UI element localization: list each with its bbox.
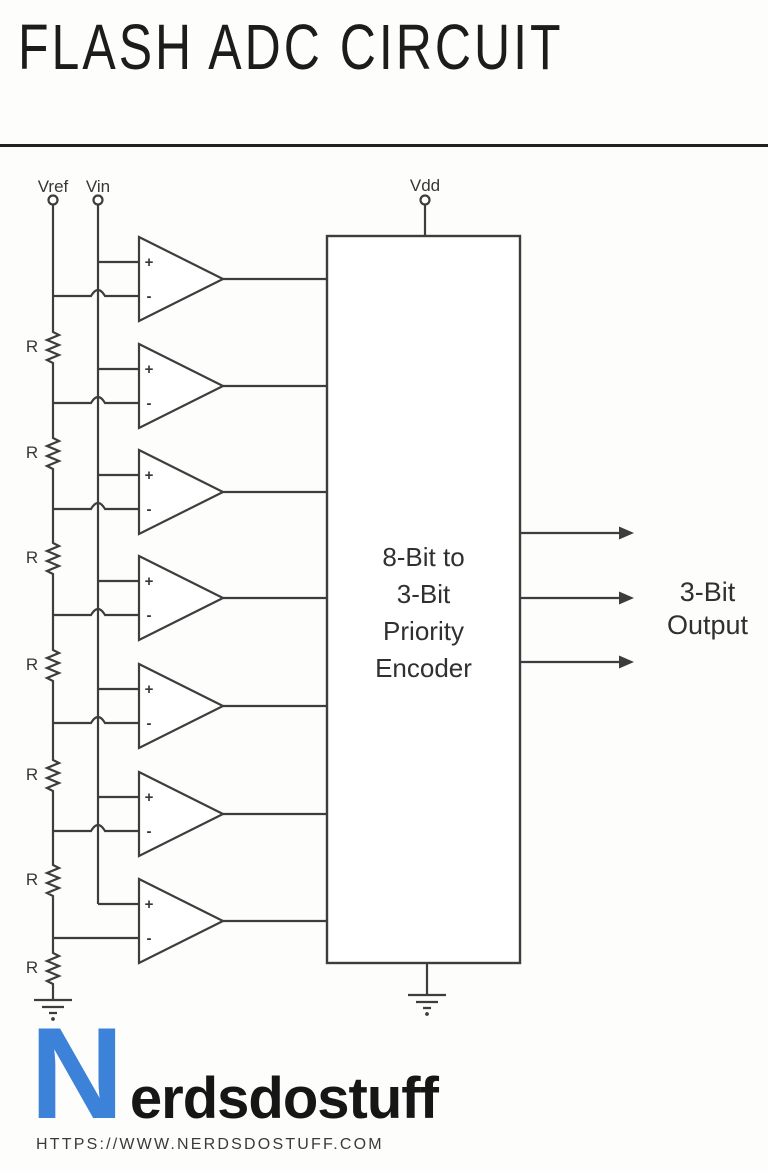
minus-label: - xyxy=(147,501,152,518)
arrowhead xyxy=(619,526,634,540)
resistor-label: R xyxy=(26,337,38,356)
vref-terminal xyxy=(47,194,59,206)
circuit-wires xyxy=(51,204,619,1000)
output-arrowheads xyxy=(619,526,634,669)
resistor-label: R xyxy=(26,548,38,567)
plus-label: + xyxy=(145,681,154,698)
resistor xyxy=(45,860,61,900)
vin-terminal xyxy=(92,194,104,206)
resistor-label: R xyxy=(26,443,38,462)
minus-label: - xyxy=(147,715,152,732)
comparator xyxy=(137,662,225,750)
title-divider xyxy=(0,144,768,147)
resistor-label: R xyxy=(26,765,38,784)
plus-label: + xyxy=(145,361,154,378)
resistor-label: R xyxy=(26,655,38,674)
encoder-label: 8-Bit to 3-Bit Priority Encoder xyxy=(375,542,472,683)
vdd-label: Vdd xyxy=(410,176,440,195)
plus-label: + xyxy=(145,254,154,271)
comparator xyxy=(137,770,225,858)
minus-label: - xyxy=(147,395,152,412)
resistor xyxy=(45,327,61,367)
priority-encoder-box xyxy=(325,234,522,965)
comparator xyxy=(137,877,225,965)
comparator xyxy=(137,342,225,430)
minus-label: - xyxy=(147,607,152,624)
plus-label: + xyxy=(145,896,154,913)
comparator xyxy=(137,448,225,536)
comparator xyxy=(137,554,225,642)
resistor xyxy=(45,755,61,795)
resistor xyxy=(45,948,61,988)
arrowhead xyxy=(619,591,634,605)
output-label: 3-Bit Output xyxy=(666,577,749,640)
comparators xyxy=(137,235,225,965)
resistor-label: R xyxy=(26,958,38,977)
resistor xyxy=(45,645,61,685)
logo-wordmark: erdsdostuff xyxy=(129,1066,439,1131)
resistor xyxy=(45,433,61,473)
minus-label: - xyxy=(147,288,152,305)
site-url: HTTPS://WWW.NERDSDOSTUFF.COM xyxy=(36,1136,384,1153)
arrowhead xyxy=(619,655,634,669)
resistor xyxy=(45,538,61,578)
comparator xyxy=(137,235,225,323)
logo-n-icon: N xyxy=(30,1000,124,1146)
vref-label: Vref xyxy=(38,177,69,196)
vin-label: Vin xyxy=(86,177,110,196)
comparator-input-labels: + - + - + - + - + - + - + - xyxy=(145,254,154,947)
plus-label: + xyxy=(145,467,154,484)
plus-label: + xyxy=(145,789,154,806)
vdd-terminal xyxy=(419,194,431,206)
page-title: FLASH ADC CIRCUIT xyxy=(18,11,564,83)
resistor-labels: R R R R R R R xyxy=(26,337,38,977)
minus-label: - xyxy=(147,930,152,947)
minus-label: - xyxy=(147,823,152,840)
resistor-label: R xyxy=(26,870,38,889)
plus-label: + xyxy=(145,573,154,590)
logo: N erdsdostuff xyxy=(30,1000,439,1146)
